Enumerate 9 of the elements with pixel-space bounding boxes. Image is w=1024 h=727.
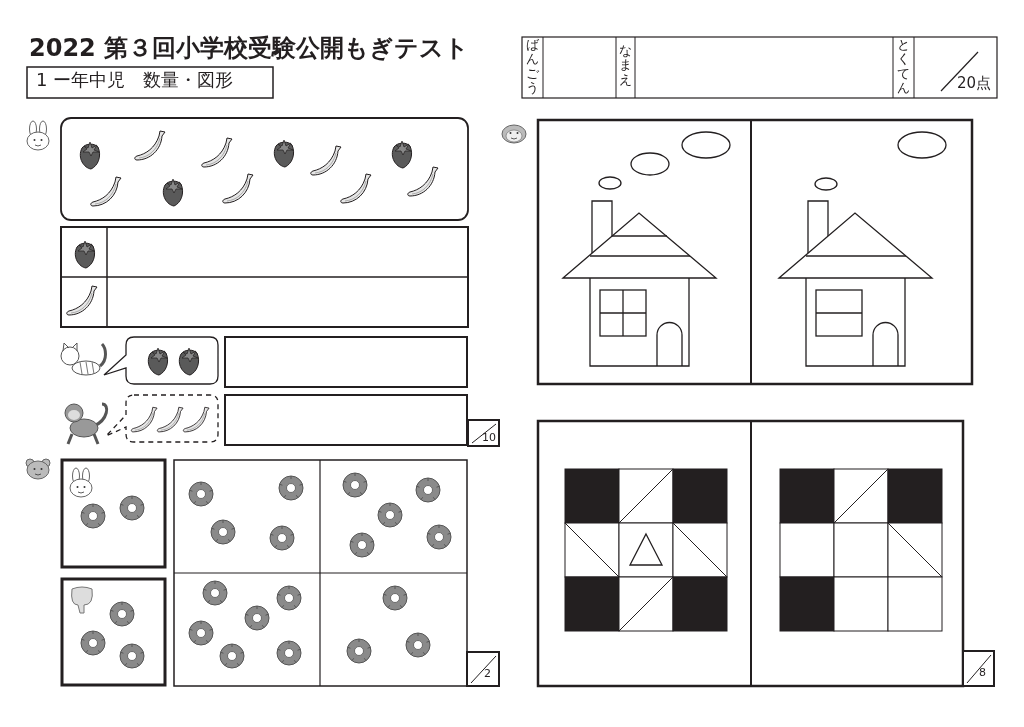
title: 2022 第３回小学校受験公開もぎテスト xyxy=(29,36,470,60)
field-label: とくてん xyxy=(897,38,910,97)
field-label: ばんごう xyxy=(526,38,539,97)
score-total: 20点 xyxy=(957,76,992,91)
score-number: 10 xyxy=(482,432,496,443)
field-label: なまえ xyxy=(619,44,632,89)
score-number: 2 xyxy=(484,668,491,679)
subtitle: 1 ー年中児 数量・図形 xyxy=(36,71,234,89)
score-number: 8 xyxy=(979,667,986,678)
